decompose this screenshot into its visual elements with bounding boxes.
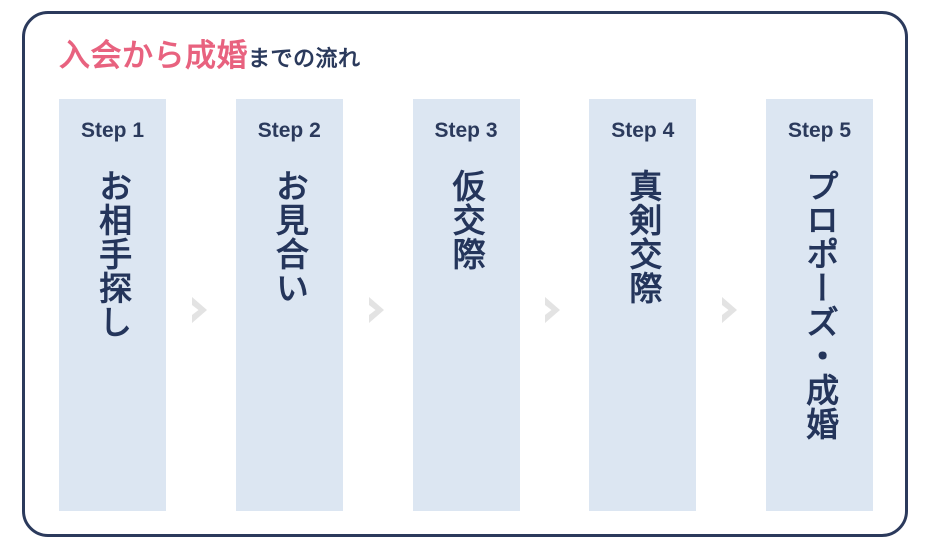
page-title: 入会から成婚までの流れ <box>59 40 361 71</box>
step-text-4: 真剣交際 <box>624 169 662 305</box>
step-card-2: Step 2 お見合い <box>235 99 343 511</box>
step-card-5: Step 5 プロポーズ・成婚 <box>766 99 873 511</box>
title-rest-text: までの流れ <box>248 46 361 71</box>
step-card-1: Step 1 お相手探し <box>59 99 166 511</box>
step-label-1: Step 1 <box>80 119 145 142</box>
step-text-3: 仮交際 <box>448 169 486 271</box>
chevron-right-icon-3 <box>540 99 568 511</box>
step-flow-row: Step 1 お相手探し Step 2 お見合い Step 3 仮交際 <box>59 99 873 511</box>
chevron-right-icon-1 <box>187 99 215 511</box>
chevron-right-icon-4 <box>717 99 745 511</box>
step-text-wrapper-2: お見合い <box>236 169 343 305</box>
step-label-3: Step 3 <box>434 119 498 142</box>
title-accent-text: 入会から成婚 <box>59 38 248 73</box>
step-text-2: お見合い <box>271 169 309 305</box>
step-card-4: Step 4 真剣交際 <box>589 99 697 511</box>
step-text-wrapper-4: 真剣交際 <box>589 169 696 305</box>
flow-diagram-frame: 入会から成婚までの流れ Step 1 お相手探し Step 2 お見合い <box>22 11 908 537</box>
step-label-4: Step 4 <box>611 119 675 142</box>
step-text-wrapper-5: プロポーズ・成婚 <box>766 169 873 441</box>
step-label-5: Step 5 <box>787 119 852 142</box>
step-text-1: お相手探し <box>94 169 132 339</box>
chevron-right-icon-2 <box>364 99 392 511</box>
step-text-wrapper-1: お相手探し <box>59 169 166 339</box>
step-text-5: プロポーズ・成婚 <box>801 169 839 441</box>
step-text-wrapper-3: 仮交際 <box>413 169 520 271</box>
step-card-3: Step 3 仮交際 <box>412 99 520 511</box>
step-label-2: Step 2 <box>257 119 321 142</box>
